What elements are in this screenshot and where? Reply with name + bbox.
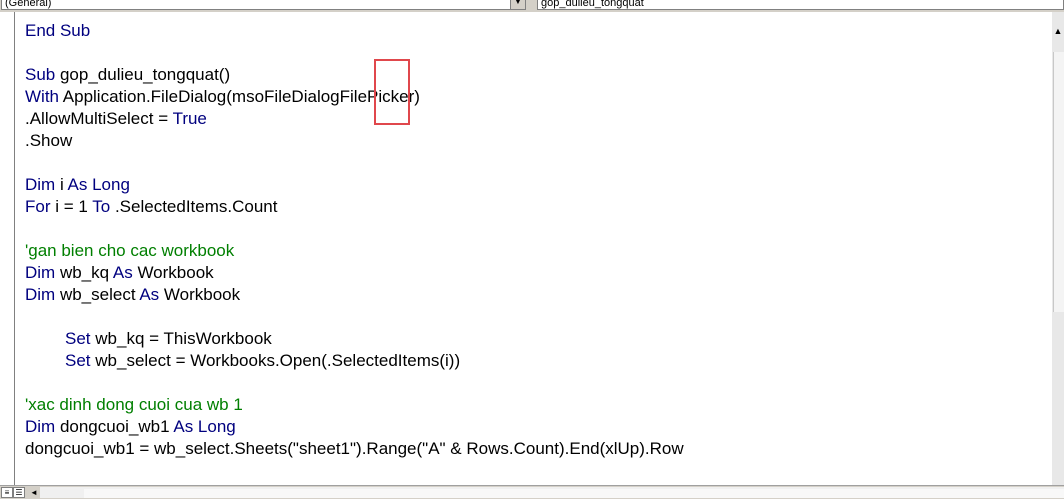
code-line[interactable]: Dim wb_select As Workbook [25,284,684,306]
code-token: wb_kq = ThisWorkbook [90,329,272,348]
object-dropdown[interactable]: (General) [1,0,511,10]
code-keyword: For [25,197,51,216]
code-keyword: True [172,109,207,128]
code-line[interactable]: 'gan bien cho cac workbook [25,240,684,262]
procedure-dropdown[interactable]: gop_dulieu_tongquat [537,0,1064,10]
code-keyword: As Long [173,417,236,436]
horizontal-scrollbar[interactable] [40,487,1064,498]
code-line[interactable]: dongcuoi_wb1 = wb_select.Sheets("sheet1"… [25,438,684,460]
code-line[interactable]: Set wb_kq = ThisWorkbook [25,328,684,350]
code-keyword: As Long [67,175,130,194]
code-line[interactable]: Set wb_select = Workbooks.Open(.Selected… [25,350,684,372]
code-keyword: As [139,285,160,304]
vertical-scroll-thumb[interactable] [1053,52,1064,312]
code-keyword: To [92,197,111,216]
code-token: .Show [25,131,73,150]
code-token: Application.FileDialog(msoFileDialogFile… [59,87,420,106]
code-line[interactable]: With Application.FileDialog(msoFileDialo… [25,86,684,108]
code-comment: 'gan bien cho cac workbook [25,241,235,260]
code-keyword: Dim [25,175,56,194]
code-line[interactable]: ​ [25,42,684,64]
code-keyword: Set [65,351,91,370]
code-keyword: Dim [25,285,56,304]
code-text[interactable]: End Sub​Sub gop_dulieu_tongquat()With Ap… [25,20,684,460]
code-token: gop_dulieu_tongquat() [55,65,231,84]
code-line[interactable]: Sub gop_dulieu_tongquat() [25,64,684,86]
code-token: wb_select = Workbooks.Open(.SelectedItem… [90,351,461,370]
margin-indicator-bar[interactable] [14,12,15,485]
code-keyword: Dim [25,263,56,282]
scroll-up-icon[interactable]: ▲ [1053,26,1063,36]
object-dropdown-chevron-down-icon[interactable]: ▼ [510,0,526,10]
code-line[interactable]: Dim dongcuoi_wb1 As Long [25,416,684,438]
code-token: .AllowMultiSelect = [25,109,173,128]
code-token: i [55,175,68,194]
code-editor[interactable]: End Sub​Sub gop_dulieu_tongquat()With Ap… [0,12,1052,485]
code-token: Workbook [159,285,241,304]
code-token: Workbook [132,263,214,282]
code-window-statusbar: ≡ ☰ ◄ [0,485,1064,499]
code-comment: 'xac dinh dong cuoi cua wb 1 [25,395,243,414]
code-token: wb_kq [55,263,113,282]
full-module-view-icon[interactable]: ☰ [13,487,25,498]
code-line[interactable]: ​ [25,218,684,240]
code-line[interactable]: ​ [25,372,684,394]
code-line[interactable]: ​ [25,306,684,328]
vertical-scrollbar[interactable]: ▲ [1052,12,1064,485]
code-token: dongcuoi_wb1 [55,417,174,436]
horizontal-scroll-thumb[interactable] [84,489,1064,498]
code-line[interactable]: Dim wb_kq As Workbook [25,262,684,284]
code-keyword: With [25,87,59,106]
code-line[interactable]: .Show [25,130,684,152]
code-token: wb_select [55,285,140,304]
code-line[interactable]: .AllowMultiSelect = True [25,108,684,130]
scroll-left-icon[interactable]: ◄ [30,488,38,497]
code-keyword: As [112,263,133,282]
code-token: .SelectedItems.Count [110,197,278,216]
code-token: dongcuoi_wb1 = wb_select.Sheets("sheet1"… [25,439,684,458]
code-line[interactable]: 'xac dinh dong cuoi cua wb 1 [25,394,684,416]
procedure-view-icon[interactable]: ≡ [1,487,13,498]
code-token: i = 1 [50,197,93,216]
code-line[interactable]: Dim i As Long [25,174,684,196]
code-line[interactable]: For i = 1 To .SelectedItems.Count [25,196,684,218]
code-keyword: Sub [25,65,56,84]
code-keyword: Set [65,329,91,348]
annotation-highlight-box [374,59,410,125]
code-window-toolbar: (General) ▼ gop_dulieu_tongquat [0,0,1064,12]
code-keyword: Dim [25,417,56,436]
code-line[interactable]: ​ [25,152,684,174]
code-keyword: End Sub [25,21,91,40]
code-line[interactable]: End Sub [25,20,684,42]
